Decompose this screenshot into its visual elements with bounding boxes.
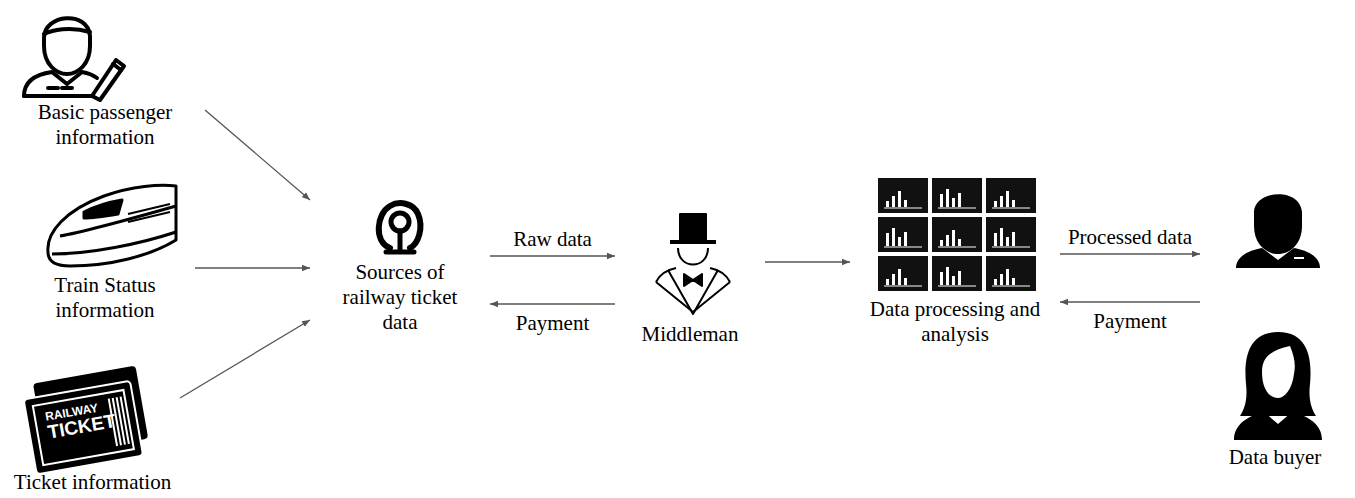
icon-node: Data buyer [1200,180,1350,472]
icon-node: Middleman [615,210,765,349]
icon-node: Basic passenger information [5,0,205,152]
chart-bars [938,230,976,247]
train-icon [48,185,176,266]
node-label: Basic passenger information [10,100,200,150]
node-label: Train Status information [20,273,190,323]
middleman-icon [656,214,730,314]
chart-bars [938,267,976,286]
flow-arrow [765,261,850,262]
female-buyer-icon [1234,332,1322,440]
chart-bars [938,189,976,208]
edge-label: Payment [1090,309,1170,333]
chart-tile [986,178,1036,213]
flow-arrow [1060,253,1200,254]
male-buyer-icon [1236,194,1320,268]
node-label: Data buyer [1205,445,1345,470]
node-label: Ticket information [8,470,178,495]
chart-bars [884,191,922,208]
chart-bars [992,191,1030,208]
railway-logo [379,203,421,252]
node-label: Data processing and analysis [865,297,1045,347]
flow-arrow [490,303,615,304]
edge-label: Raw data [510,227,595,251]
icon-node: Data processing and analysis [850,172,1060,349]
flow-arrow [195,267,310,268]
icon-node: Sources of railway ticket data [310,190,490,337]
passenger-icon [24,18,124,100]
node-label: Middleman [620,322,760,347]
flow-arrow [490,255,615,256]
chart-tile [932,256,982,291]
chart-tile [878,256,928,291]
chart-tile [878,217,928,252]
chart-bars [884,228,922,247]
icon-node: Train Status information [15,175,195,325]
edge-label: Processed data [1065,225,1195,249]
flow-arrow [1060,301,1200,302]
chart-tile [932,217,982,252]
chart-bars [992,269,1030,286]
node-label: Sources of railway ticket data [333,260,468,335]
flow-arrow [205,110,310,200]
chart-bars [992,228,1030,247]
chart-tile [986,217,1036,252]
chart-tile [878,178,928,213]
chart-grid-icon [878,178,1036,291]
chart-tile [986,256,1036,291]
edge-label: Payment [513,311,593,335]
chart-bars [884,269,922,286]
chart-tile [932,178,982,213]
ticket-icon [21,366,151,475]
flow-arrow [180,320,310,398]
